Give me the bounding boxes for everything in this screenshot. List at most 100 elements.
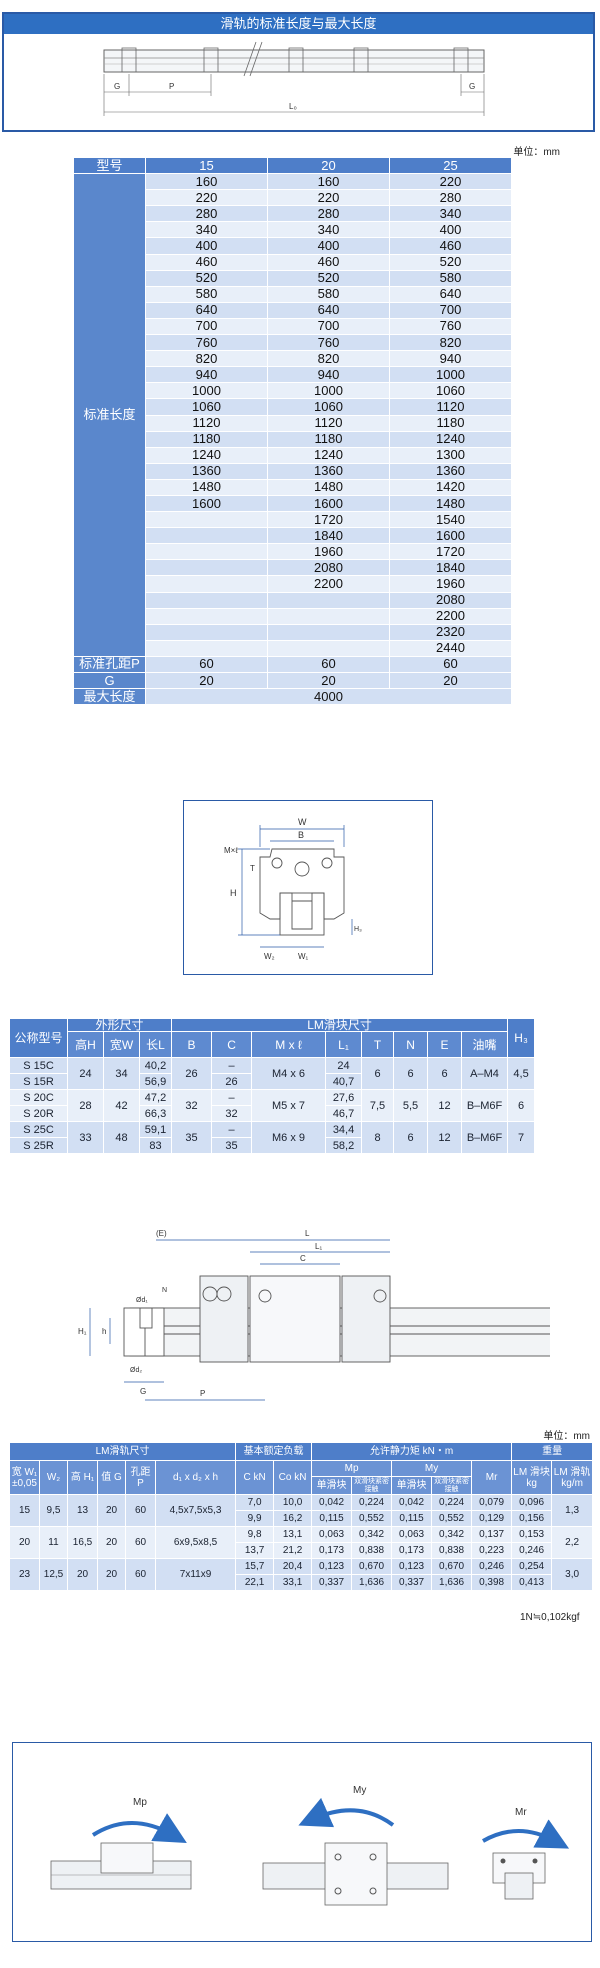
length-cell: 640 [145,301,268,319]
block-c: 32 [211,1105,253,1122]
header-lm_block_w: LM 滑块 kg [511,1460,553,1495]
length-cell: 1180 [389,414,512,432]
header-w2: W₂ [39,1460,68,1495]
block-n: 6 [393,1121,429,1154]
rail-p: 60 [125,1558,156,1591]
length-cell [145,639,268,657]
header-lm-block: LM滑块尺寸 [171,1018,509,1032]
rail-value: 0,123 [311,1558,353,1575]
label-l0: L₀ [289,102,297,111]
length-cell: 520 [389,253,512,271]
block-mxl: M4 x 6 [251,1057,327,1090]
rail-weight: 2,2 [551,1526,594,1559]
rail-value: 33,1 [273,1574,313,1591]
length-cell: 2200 [389,607,512,625]
length-cell [267,591,390,609]
block-model: S 15R [9,1073,68,1090]
length-cell: 1360 [145,462,268,480]
rail-dims: 6x9,5x8,5 [154,1526,237,1559]
block-mxl: M5 x 7 [251,1089,327,1122]
block-c: – [211,1057,253,1074]
length-cell: 1000 [389,366,512,384]
length-cell [145,623,268,641]
block-l1: 58,2 [325,1137,363,1154]
block-model: S 25C [9,1121,68,1138]
block-model: S 20C [9,1089,68,1106]
rail-value: 0,137 [471,1526,513,1543]
label-mr: Mr [515,1807,527,1818]
rail-g: 20 [97,1494,126,1527]
rail-value: 0,042 [311,1494,353,1511]
rail-value: 13,1 [273,1526,313,1543]
label-p-rail: P [200,1389,205,1398]
rail-dims: 7x11x9 [154,1558,237,1591]
block-c: 35 [211,1137,253,1154]
rail-value: 0,246 [471,1558,513,1575]
rail-value: 16,2 [273,1510,313,1527]
rail-dims: 4,5x7,5x5,3 [154,1494,237,1527]
length-cell: 1480 [145,478,268,496]
length-cell [267,639,390,657]
length-cell: 160 [267,173,390,191]
length-cell: 1960 [389,575,512,593]
length-cell: 580 [145,285,268,303]
g-label: G [73,671,146,690]
length-cell: 940 [389,350,512,368]
rail-value: 0,115 [311,1510,353,1527]
length-cell: 340 [267,221,390,239]
length-cell: 520 [267,269,390,287]
length-cell: 820 [267,350,390,368]
rail-value: 0,224 [431,1494,473,1511]
rail-value: 0,173 [311,1542,353,1559]
block-l1: 27,6 [325,1089,363,1106]
rail-h1: 16,5 [67,1526,98,1559]
rail-value: 0,838 [431,1542,473,1559]
rail-w1: 20 [9,1526,40,1559]
rail-length-title: 滑轨的标准长度与最大长度 [4,14,593,34]
model-header: 型号 [73,156,146,175]
length-cell: 340 [145,221,268,239]
block-c: – [211,1121,253,1138]
block-h: 33 [67,1121,104,1154]
block-w: 48 [103,1121,140,1154]
rail-h1: 20 [67,1558,98,1591]
length-cell: 220 [145,189,268,207]
rail-value: 0,342 [351,1526,393,1543]
block-l1: 46,7 [325,1105,363,1122]
rail-value: 22,1 [235,1574,275,1591]
length-cell [145,527,268,545]
length-cell [145,607,268,625]
length-cell: 1240 [389,430,512,448]
length-cell: 400 [145,237,268,255]
rail-w1: 15 [9,1494,40,1527]
pitch-value: 60 [267,655,390,674]
length-cell: 400 [267,237,390,255]
header-l: 长L [138,1031,173,1058]
length-cell: 1000 [145,382,268,400]
label-w1: W₁ [298,952,309,961]
model-20: 20 [267,156,390,175]
length-cell: 2080 [267,559,390,577]
block-h: 24 [67,1057,104,1090]
block-c: 26 [211,1073,253,1090]
length-cell: 820 [389,334,512,352]
rail-value: 0,337 [391,1574,433,1591]
header-single: 单滑块 [311,1476,353,1495]
block-cross-section: W B M×ℓ T H H₃ W₂ W₁ [224,817,362,961]
length-cell: 1120 [267,414,390,432]
rail-value: 0,670 [351,1558,393,1575]
block-h3: 6 [507,1089,536,1122]
